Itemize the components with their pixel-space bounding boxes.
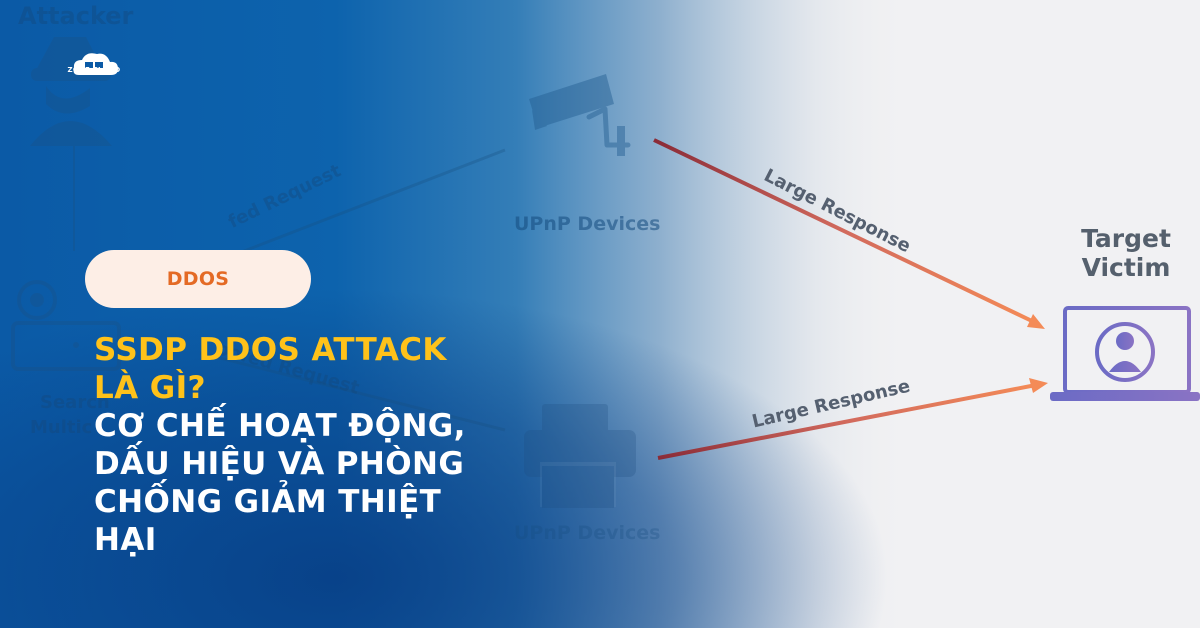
spoofed-request-lines bbox=[199, 148, 506, 432]
attacker-label: Attacker bbox=[18, 2, 134, 30]
article-headline: SSDP DDOS ATTACK LÀ GÌ? CƠ CHẾ HOẠT ĐỘNG… bbox=[94, 331, 534, 559]
security-camera-icon bbox=[529, 74, 631, 156]
large-response-arrows bbox=[653, 138, 1048, 460]
upnp-devices-label-top: UPnP Devices bbox=[514, 213, 661, 235]
category-label: DDOS bbox=[166, 268, 230, 290]
target-victim-line-2: Victim bbox=[1081, 253, 1171, 282]
headline-body-line-3: CHỐNG GIẢM THIỆT bbox=[94, 484, 442, 520]
target-victim-label: Target Victim bbox=[1060, 224, 1192, 282]
printer-icon bbox=[524, 404, 636, 508]
logo-text: ZONE CLOUD bbox=[67, 66, 121, 74]
headline-highlight: SSDP DDOS ATTACK LÀ GÌ? bbox=[94, 331, 534, 407]
headline-body-line-1: CƠ CHẾ HOẠT ĐỘNG, bbox=[94, 408, 466, 444]
headline-body: CƠ CHẾ HOẠT ĐỘNG, DẤU HIỆU VÀ PHÒNG CHỐN… bbox=[94, 407, 534, 559]
cloud-logo-icon bbox=[73, 53, 118, 75]
target-victim-line-1: Target bbox=[1081, 224, 1171, 253]
upnp-devices-label-bottom: UPnP Devices bbox=[514, 522, 661, 544]
laptop-icon bbox=[1050, 306, 1200, 401]
attacker-faint-figure bbox=[11, 37, 121, 371]
category-badge[interactable]: DDOS bbox=[85, 250, 311, 308]
headline-body-line-2: DẤU HIỆU VÀ PHÒNG bbox=[94, 446, 465, 482]
search-label: Search bbox=[40, 392, 110, 413]
headline-highlight-line-1: SSDP DDOS ATTACK bbox=[94, 332, 447, 368]
headline-body-line-4: HẠI bbox=[94, 522, 157, 558]
multicast-label: Multic bbox=[30, 417, 93, 438]
headline-highlight-line-2: LÀ GÌ? bbox=[94, 370, 206, 406]
